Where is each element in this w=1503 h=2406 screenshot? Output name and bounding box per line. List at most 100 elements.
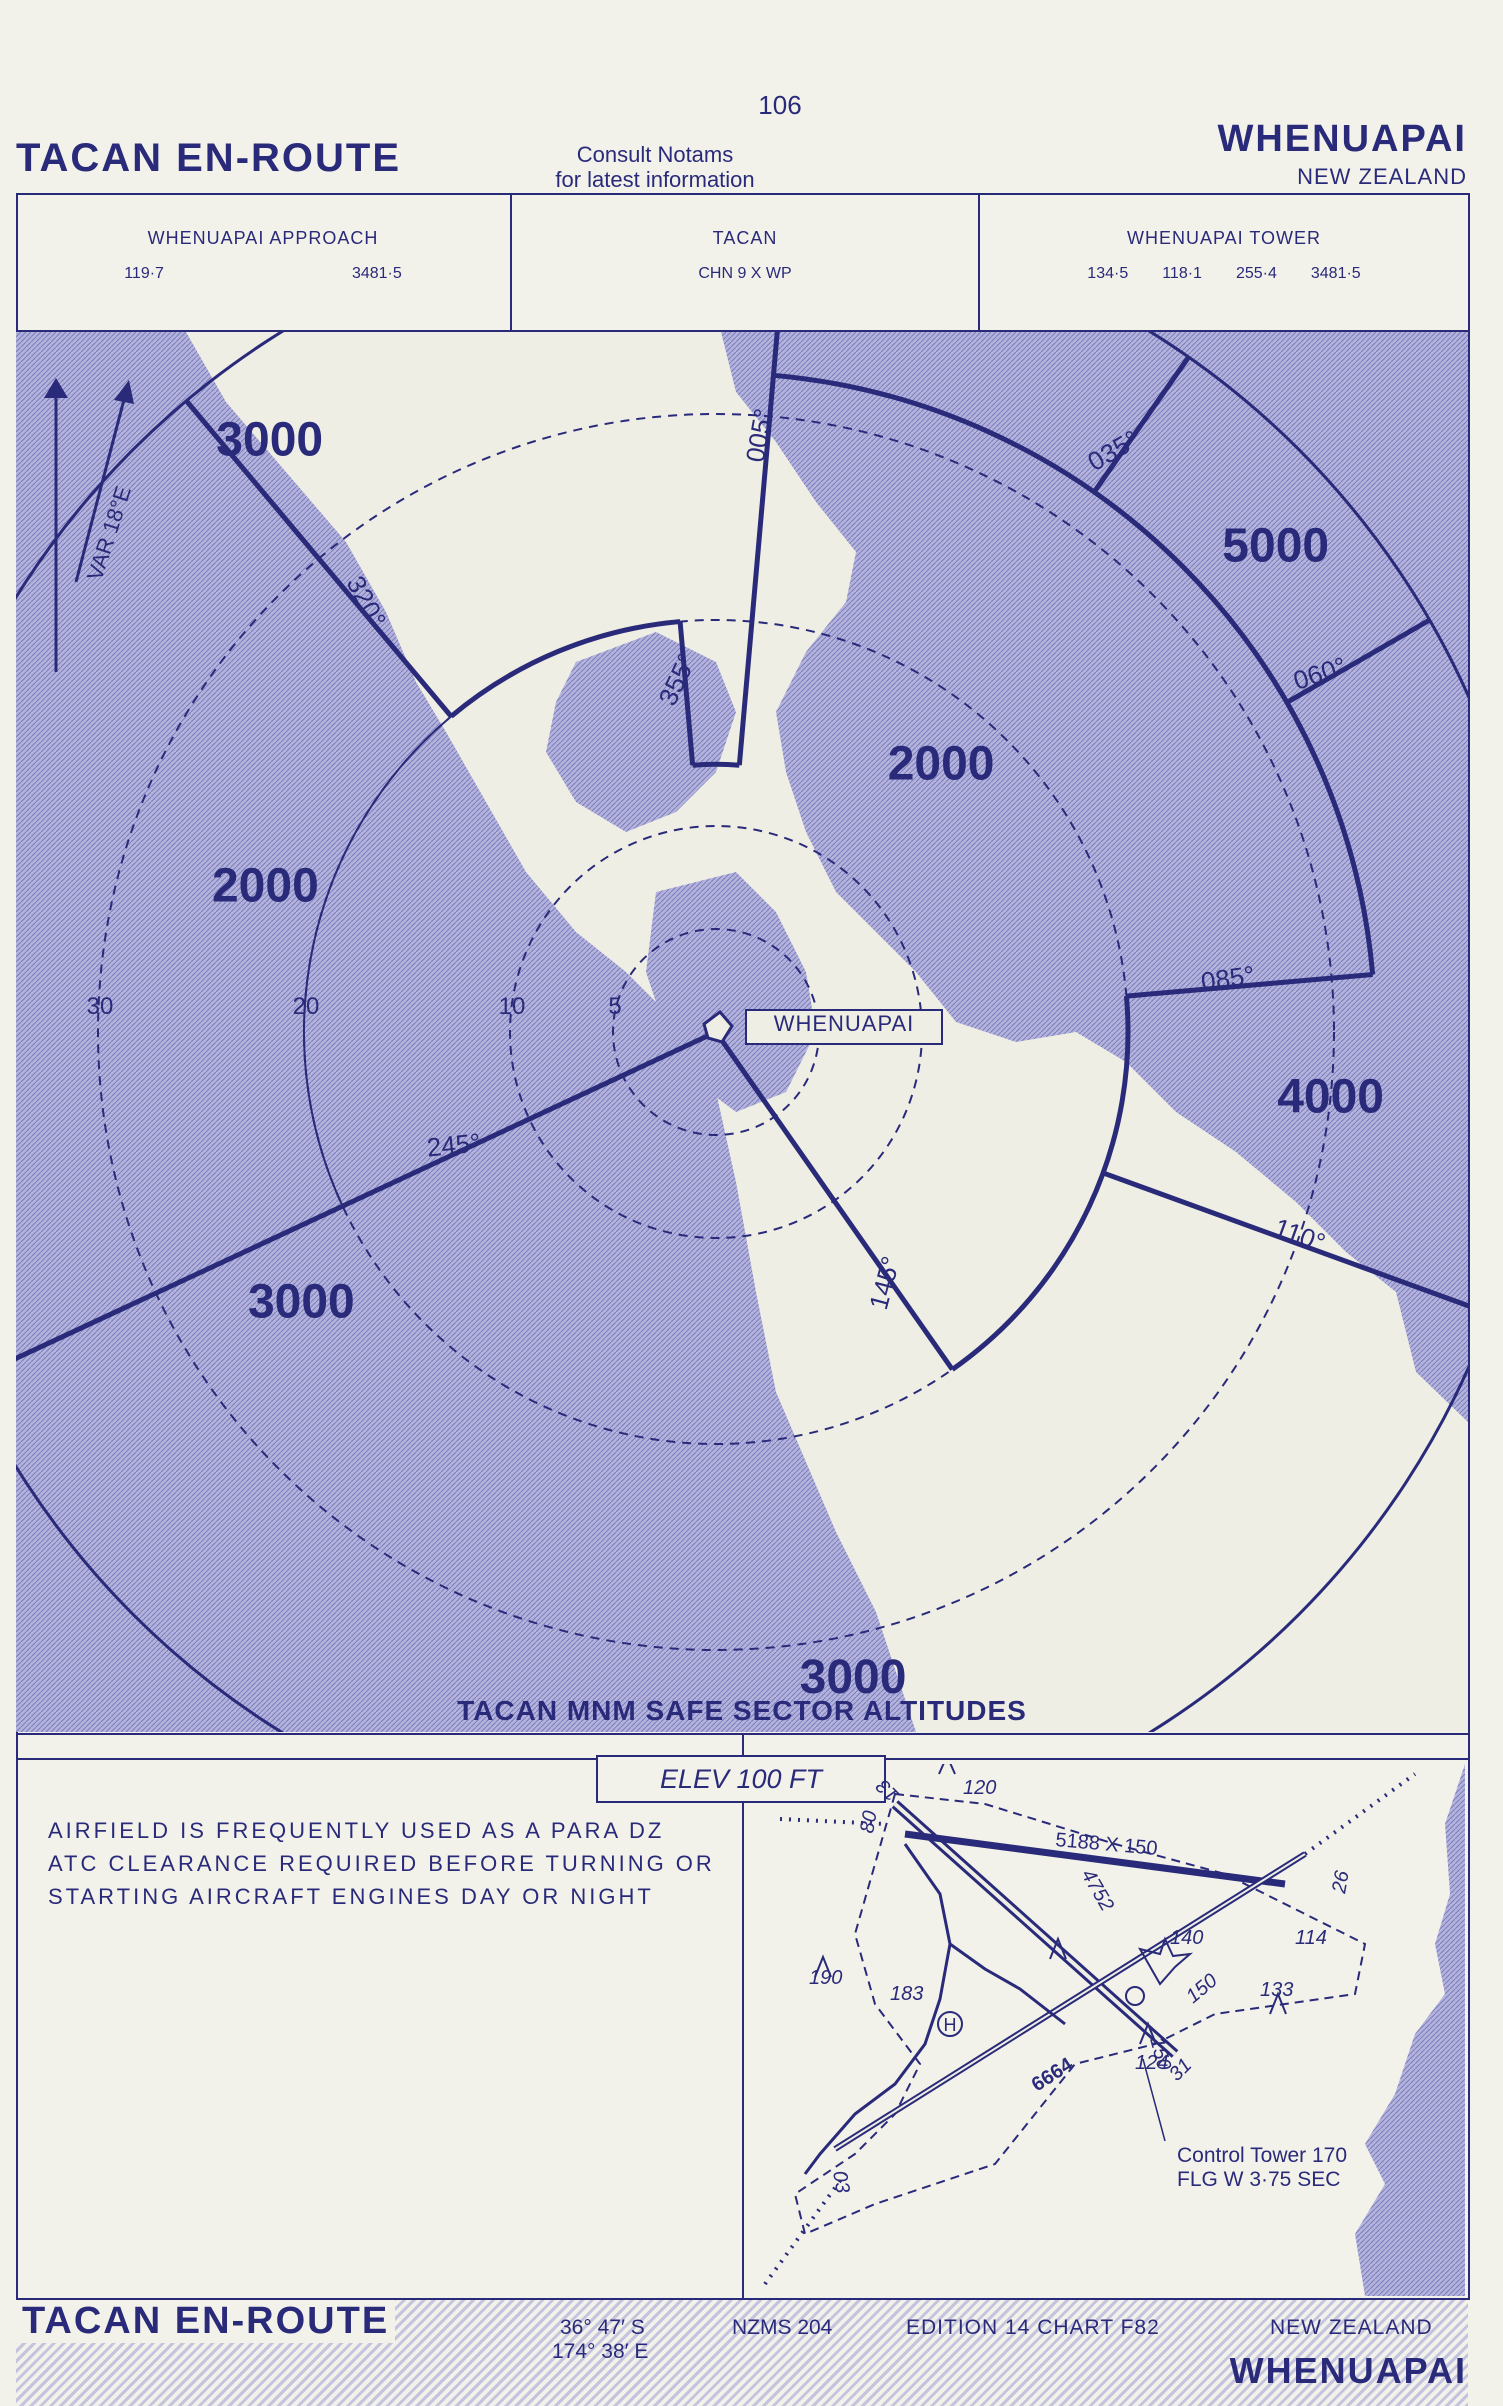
notam-line-2: for latest information — [555, 167, 755, 192]
aerodrome-diagram: H 120 80 13 26 140 114 133 150 150 190 1… — [763, 1764, 1465, 2296]
comm-tacan-channel: CHN 9 X WP — [698, 265, 792, 282]
land-northeast — [721, 332, 1468, 1422]
aerodrome-divider — [742, 1735, 744, 2300]
sector-radial-110 — [1102, 1170, 1468, 1309]
ad-label-80: 80 — [856, 1809, 882, 1835]
notam-notice: Consult Notams for latest information — [540, 142, 770, 192]
runway-diag-length: 4752 — [1077, 1866, 1118, 1916]
land-central — [546, 632, 736, 832]
comm-approach-label: WHENUAPAI APPROACH — [147, 228, 379, 248]
ad-label-114: 114 — [1295, 1927, 1327, 1949]
footer-map-ref: NZMS 204 — [732, 2316, 833, 2339]
aerodrome-name: WHENUAPAI — [1217, 118, 1467, 160]
note-line-3: STARTING AIRCRAFT ENGINES DAY OR NIGHT — [48, 1884, 654, 1909]
sector-altitude-2: 2000 — [212, 860, 319, 913]
country-name: NEW ZEALAND — [1297, 164, 1467, 189]
ad-label-140: 140 — [1170, 1927, 1203, 1949]
sector-radial-60 — [1285, 617, 1431, 705]
taxiway-2 — [949, 1942, 1066, 2026]
comm-approach: WHENUAPAI APPROACH 119·7 3481·5 — [18, 228, 508, 283]
sector-arc-20-east — [950, 995, 1131, 1372]
footer-title: TACAN EN-ROUTE — [16, 2300, 396, 2343]
sector-caption: TACAN MNM SAFE SECTOR ALTITUDES — [457, 1695, 1027, 1726]
note-line-2: ATC CLEARANCE REQUIRED BEFORE TURNING OR — [48, 1851, 715, 1876]
sector-radial-5 — [736, 332, 780, 766]
sector-altitude-4: 2000 — [888, 738, 995, 791]
comm-approach-freq-1: 119·7 — [124, 265, 164, 282]
land-isthmus — [646, 872, 816, 1112]
note-line-1: AIRFIELD IS FREQUENTLY USED AS A PARA DZ — [48, 1818, 665, 1843]
footer-country: NEW ZEALAND — [1270, 2316, 1433, 2339]
magnetic-north-arrow — [74, 391, 128, 583]
sector-radial-85 — [1126, 972, 1373, 999]
heliport-label: H — [944, 2015, 957, 2035]
ad-label-124: 124 — [1135, 2052, 1168, 2074]
sector-altitude-3: 5000 — [1222, 519, 1329, 572]
sector-altitude-7: 3000 — [800, 1651, 907, 1704]
true-north-arrowhead — [44, 378, 68, 398]
sector-altitude-5: 3000 — [248, 1275, 355, 1328]
range-ring-30 — [97, 413, 1335, 1651]
footer-longitude: 174° 38′ E — [552, 2340, 649, 2363]
magnetic-north-arrowhead — [114, 380, 134, 404]
comm-tower-label: WHENUAPAI TOWER — [1126, 228, 1321, 248]
runway-main-length: 6664 — [1028, 2053, 1078, 2096]
comm-tower-freq-4: 3481·5 — [1310, 265, 1361, 282]
comms-rule — [16, 330, 1468, 332]
footer-edition: EDITION 14 CHART F82 — [906, 2316, 1160, 2339]
footer-latitude: 36° 47′ S — [560, 2316, 645, 2339]
sector-arc-20-north — [449, 619, 681, 719]
tower-leader — [1142, 2058, 1166, 2142]
runway-cross — [904, 1830, 1286, 1888]
range-label-30: 30 — [87, 993, 114, 1020]
chart-title: TACAN EN-ROUTE — [16, 136, 402, 180]
comm-tower-freq-2: 118·1 — [1162, 265, 1202, 282]
bearing-label-245: 245° — [425, 1127, 482, 1162]
tacan-station-icon — [702, 1009, 734, 1044]
aerodrome-coast — [1355, 1764, 1465, 2296]
header-rule — [16, 193, 1468, 195]
chart-bottom-rule — [16, 1733, 1468, 1735]
sector-arc-13 — [692, 761, 740, 768]
heliport-circle — [937, 2011, 963, 2037]
approach-lights-ne — [1303, 1772, 1417, 1856]
sector-radial-145 — [713, 1030, 955, 1371]
land-west — [16, 332, 916, 1732]
runway-main — [893, 1802, 1177, 2056]
comms-divider-2 — [978, 193, 980, 331]
beacon-label: FLG W 3·75 SEC — [1177, 2168, 1340, 2191]
ad-label-120: 120 — [963, 1777, 996, 1799]
station-label-box — [745, 1009, 943, 1045]
comm-tower-freq-1: 134·5 — [1087, 265, 1129, 282]
ad-label-133: 133 — [1260, 1979, 1293, 2001]
sector-radial-355 — [677, 621, 696, 766]
wind-cone-symbol — [1125, 1986, 1145, 2006]
obstacle-icons — [814, 1764, 1287, 2045]
elevation-box: ELEV 100 FT — [596, 1755, 886, 1803]
sector-radial-35 — [1092, 355, 1191, 494]
comm-tacan-label: TACAN — [712, 228, 778, 248]
comms-divider-1 — [510, 193, 512, 331]
sector-arc-32 — [773, 372, 1376, 975]
sector-altitude-0: 3000 — [216, 414, 323, 467]
range-label-10: 10 — [499, 993, 526, 1020]
ad-label-150-a: 150 — [1182, 1970, 1222, 2008]
landing-tee-symbol — [1137, 1936, 1194, 1986]
tower-label: Control Tower 170 — [1177, 2144, 1347, 2167]
sector-altitude-1: 4000 — [829, 332, 936, 336]
comm-tacan: TACAN CHN 9 X WP — [512, 228, 978, 283]
comm-approach-freq-2: 3481·5 — [351, 265, 402, 282]
notam-line-1: Consult Notams — [576, 142, 734, 167]
station-name: WHENUAPAI — [774, 1011, 915, 1036]
aerodrome-boundary — [793, 1792, 1367, 2236]
bearing-label-85: 085° — [1199, 960, 1256, 997]
ad-label-03: 03 — [828, 2169, 854, 2195]
ad-label-26: 26 — [1328, 1868, 1354, 1896]
sector-radial-320 — [184, 399, 454, 718]
ad-label-183: 183 — [890, 1983, 923, 2005]
tacan-sector-map: 403020105245°320°355°005°035°060°085°110… — [16, 332, 1468, 1732]
sector-arc-20-west — [303, 715, 452, 1207]
comm-tower: WHENUAPAI TOWER 134·5 118·1 255·4 3481·5 — [980, 228, 1468, 283]
range-label-5: 5 — [608, 993, 621, 1020]
taxiway — [803, 1843, 952, 2175]
